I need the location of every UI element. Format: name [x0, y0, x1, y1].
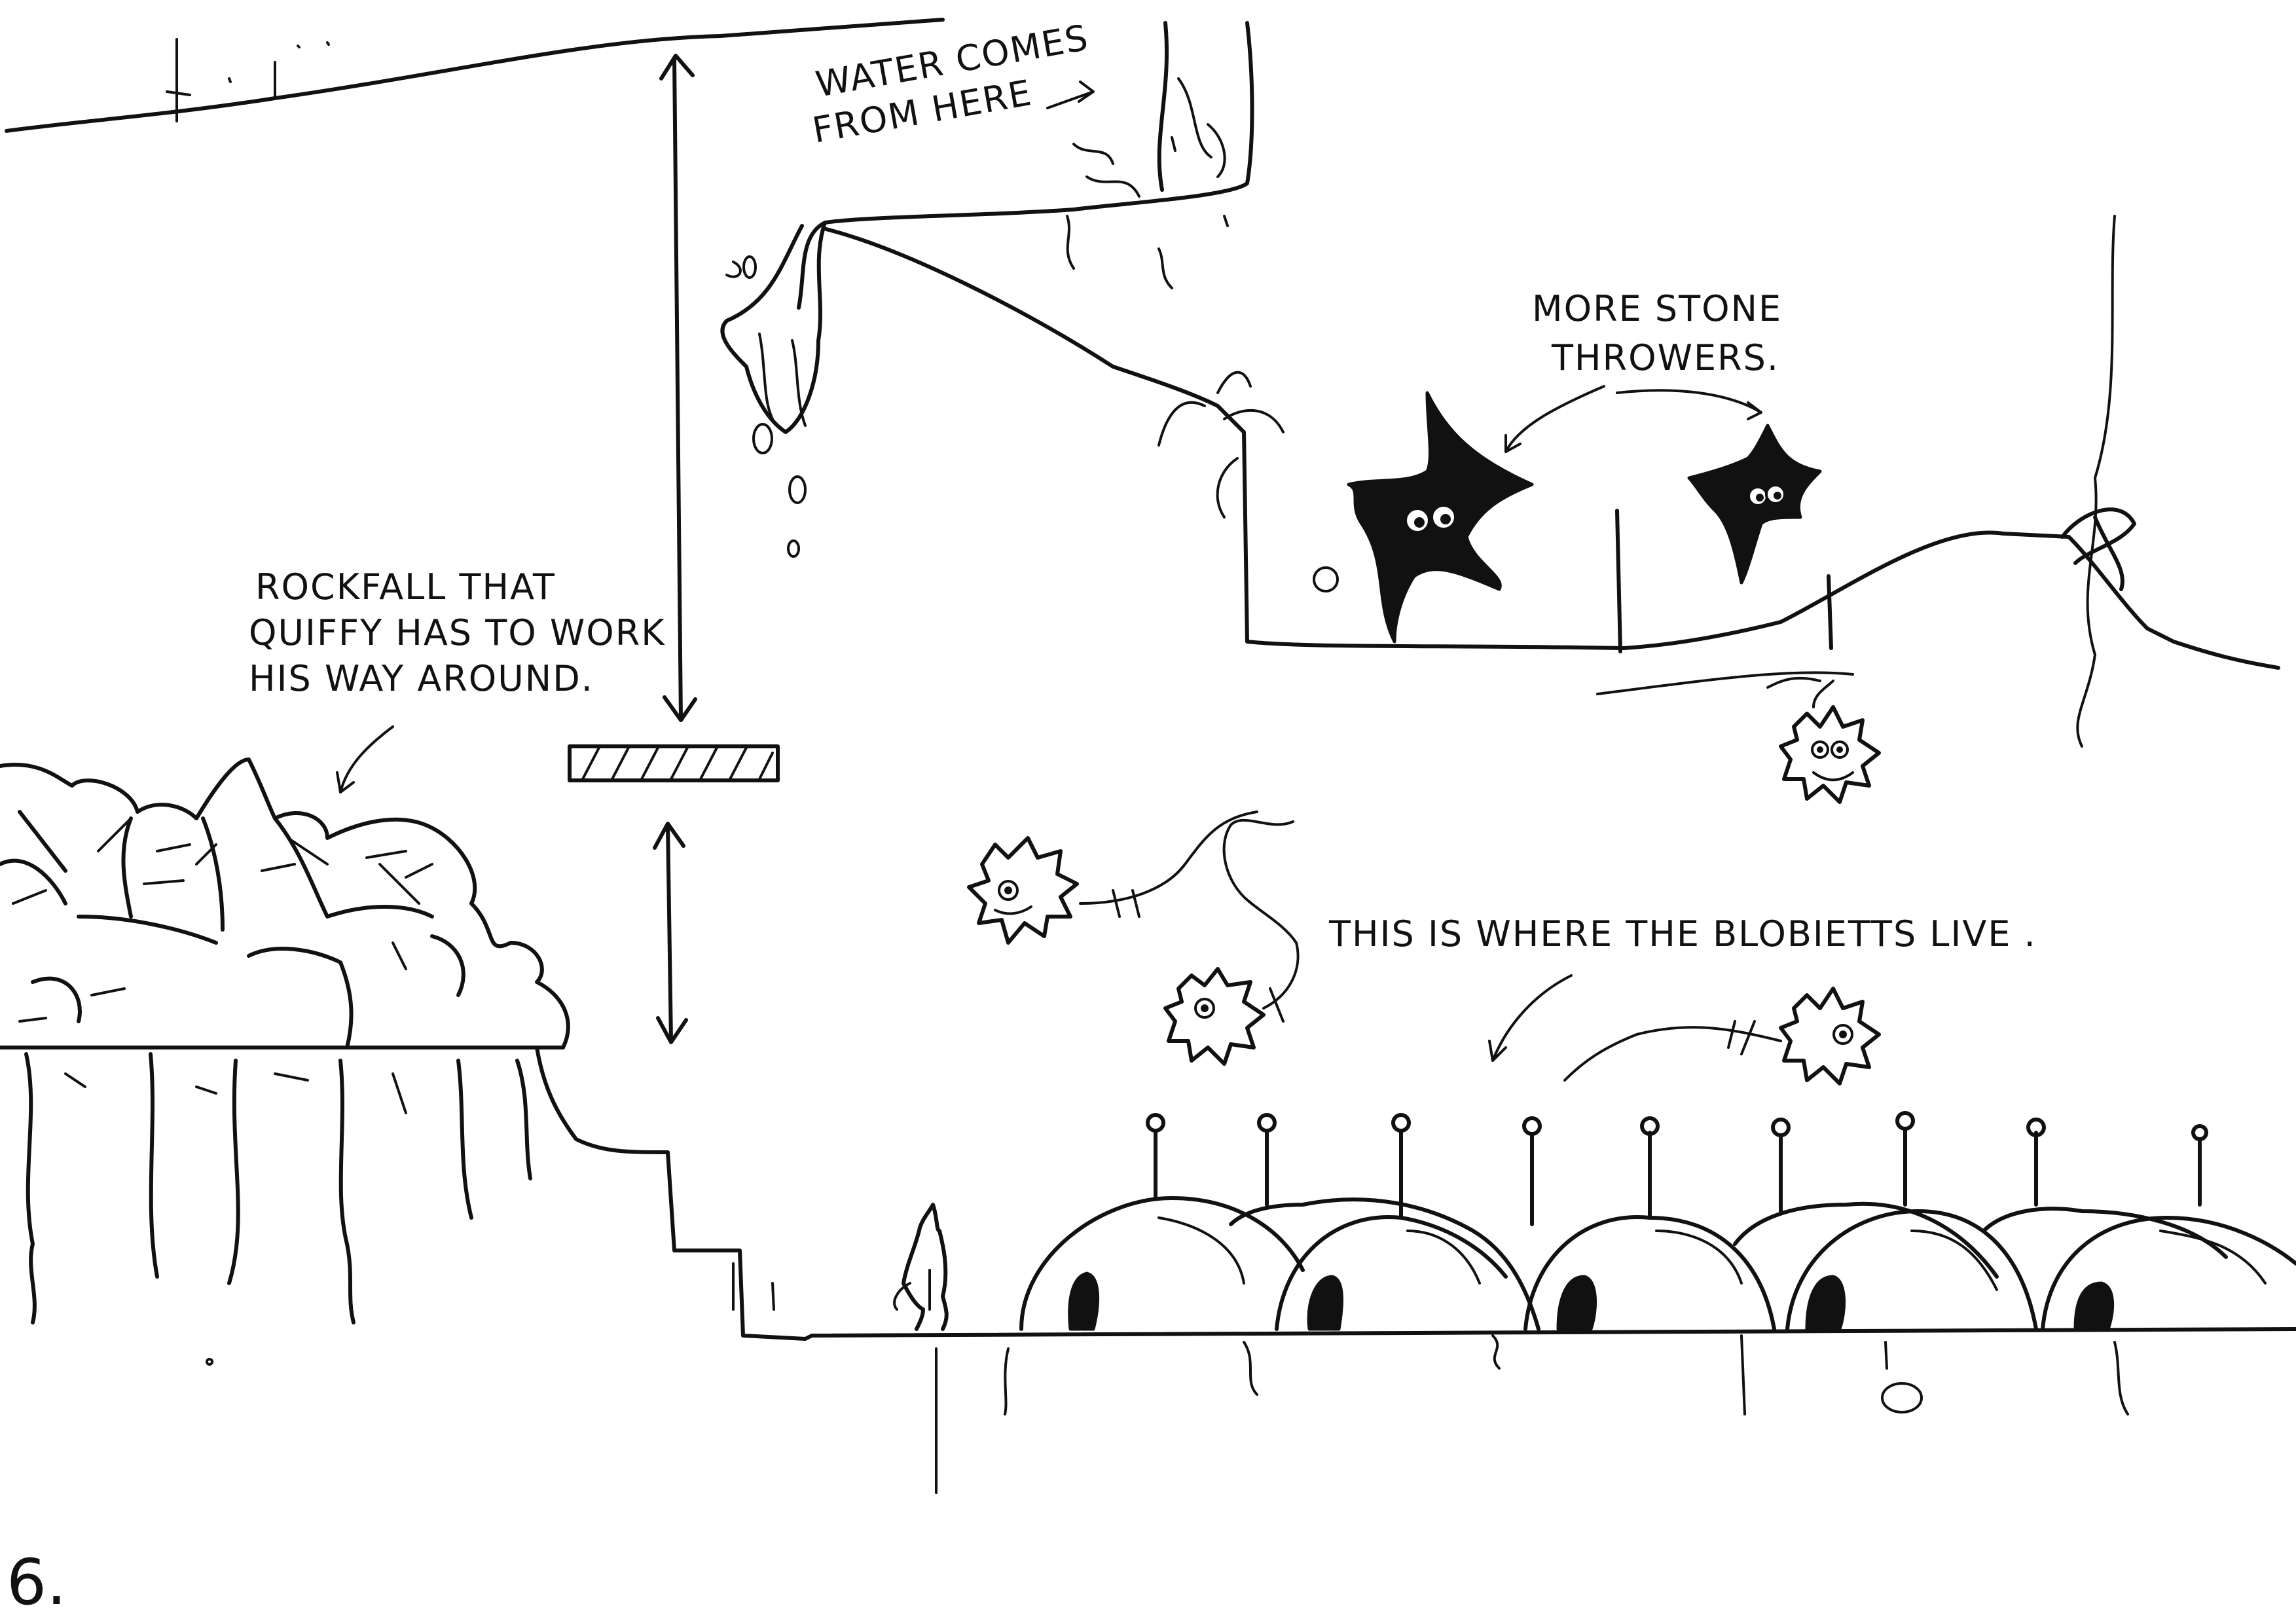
moving-platform — [568, 54, 780, 1044]
stone-thrower-2 — [1687, 424, 1822, 585]
top-ledge — [5, 18, 945, 133]
blobiett-3 — [1563, 987, 1881, 1085]
stone-thrower-arrows — [1504, 385, 1762, 453]
quiffy-character — [893, 1203, 949, 1331]
stone-thrower-1 — [1347, 391, 1534, 644]
water-ceiling — [797, 21, 1254, 310]
blobietts-label: THIS IS WHERE THE BLOBIETTS LIVE . — [1328, 913, 2037, 955]
page-number: 6. — [7, 1546, 67, 1619]
rockfall-label-line1: ROCKFALL THAT — [255, 566, 556, 608]
water-arrow — [1046, 81, 1095, 109]
rockfall-label-line2: QUIFFY HAS TO WORK — [249, 612, 666, 653]
stone-thrower-platform — [824, 215, 2280, 748]
blobiett-1 — [967, 811, 1258, 945]
dome-village — [1019, 1111, 2296, 1331]
blobiett-2 — [1163, 818, 1300, 1066]
water-drips — [720, 221, 827, 558]
stepped-terrain — [535, 1046, 2296, 1494]
village-arrow — [1488, 974, 1573, 1062]
rockfall — [0, 757, 570, 1049]
rockfall-arrow — [336, 725, 394, 793]
rockfall-label-line3: HIS WAY AROUND. — [249, 658, 594, 699]
stone-label-line1: MORE STONE — [1532, 288, 1782, 329]
rockfall-cliff — [24, 1052, 532, 1366]
blobiett-4 — [1766, 676, 1881, 804]
stone-label-line2: THROWERS. — [1551, 337, 1779, 378]
